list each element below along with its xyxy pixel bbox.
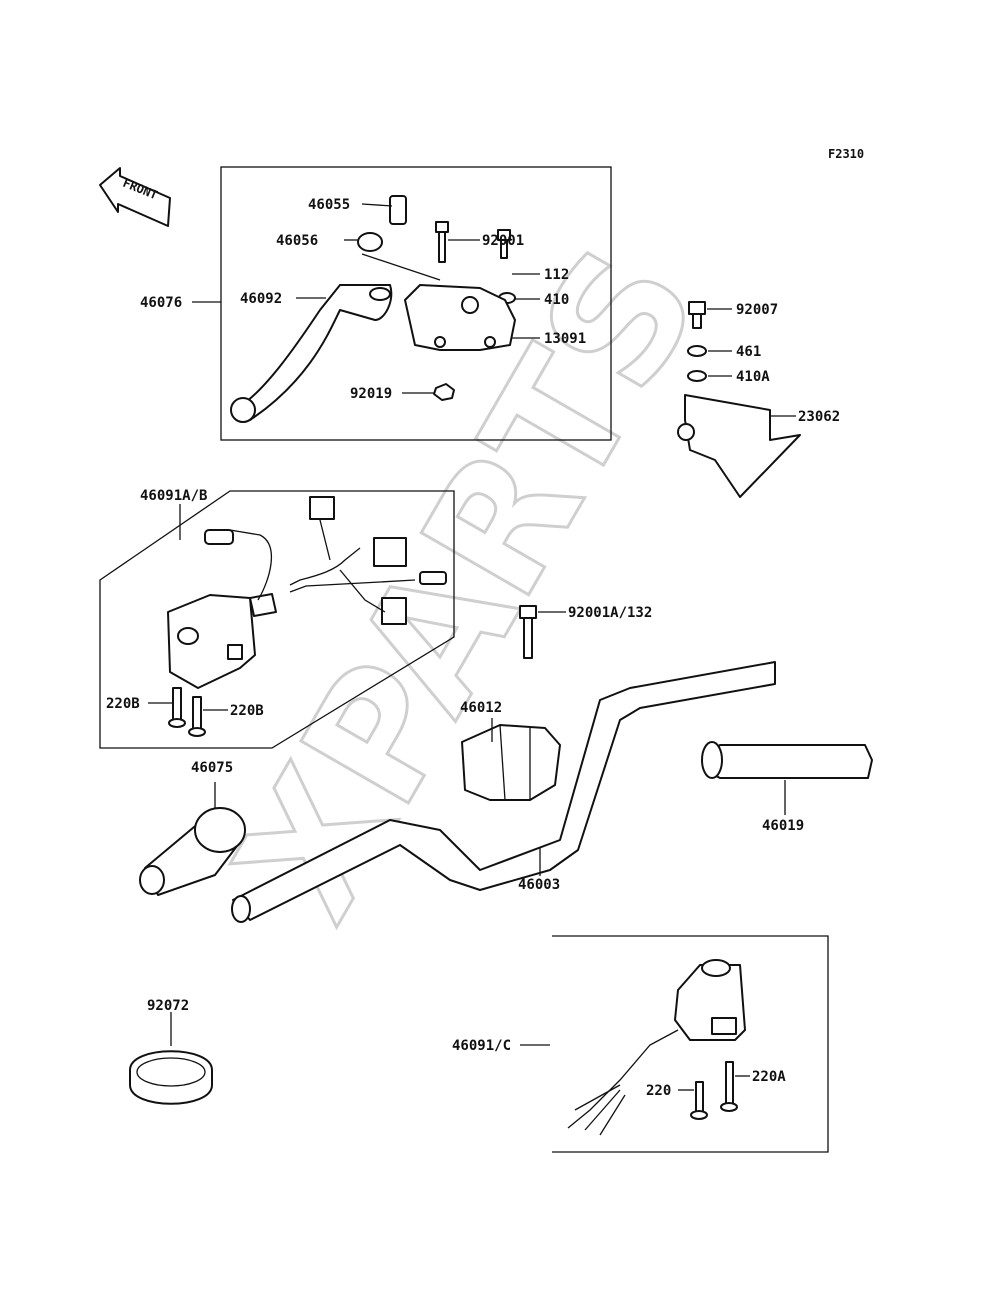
label-92019: 92019 bbox=[350, 386, 392, 402]
label-23062: 23062 bbox=[798, 409, 840, 425]
label-92001: 92001 bbox=[482, 233, 524, 249]
part-410A-washer bbox=[687, 370, 707, 382]
part-220B-screw-left bbox=[172, 687, 182, 721]
label-46076: 46076 bbox=[140, 295, 182, 311]
label-46012: 46012 bbox=[460, 700, 502, 716]
left-switch-housing bbox=[167, 594, 256, 689]
right-switch-frame bbox=[552, 935, 829, 1153]
figure-code: F2310 bbox=[828, 147, 864, 161]
part-13091-clamp bbox=[404, 284, 516, 351]
front-arrow-icon: FRONT bbox=[99, 167, 171, 227]
part-23062-bracket bbox=[684, 394, 801, 498]
label-46091C: 46091/C bbox=[452, 1038, 511, 1054]
label-46055: 46055 bbox=[308, 197, 350, 213]
part-46012-holder bbox=[461, 724, 561, 801]
label-46091AB: 46091A/B bbox=[140, 488, 207, 504]
part-220-screw bbox=[695, 1081, 704, 1113]
label-220: 220 bbox=[646, 1083, 671, 1099]
part-92001-bolt bbox=[435, 221, 449, 233]
part-46003-handlebar bbox=[232, 661, 776, 921]
label-220B-left: 220B bbox=[106, 696, 140, 712]
lever-part bbox=[231, 284, 393, 421]
lever-assembly-frame bbox=[220, 166, 612, 441]
part-220A-screw bbox=[725, 1061, 734, 1105]
label-92007: 92007 bbox=[736, 302, 778, 318]
part-46055-screw bbox=[389, 195, 407, 225]
part-220B-screw-right bbox=[192, 696, 202, 730]
label-46056: 46056 bbox=[276, 233, 318, 249]
part-46056-nut bbox=[357, 232, 383, 252]
label-46075: 46075 bbox=[191, 760, 233, 776]
label-461: 461 bbox=[736, 344, 761, 360]
part-461-washer bbox=[687, 345, 707, 357]
label-13091: 13091 bbox=[544, 331, 586, 347]
label-220A: 220A bbox=[752, 1069, 786, 1085]
label-46003: 46003 bbox=[518, 877, 560, 893]
part-92007-bolt bbox=[688, 301, 706, 315]
label-46092: 46092 bbox=[240, 291, 282, 307]
label-92001A132: 92001A/132 bbox=[568, 605, 652, 621]
left-switch-frame bbox=[99, 490, 455, 749]
part-92001A-bolt bbox=[519, 605, 537, 619]
part-92072-clamp bbox=[129, 1050, 213, 1105]
part-92019-nut bbox=[433, 383, 455, 401]
label-410: 410 bbox=[544, 292, 569, 308]
part-46019-throttle-grip bbox=[704, 744, 873, 779]
label-220B-right: 220B bbox=[230, 703, 264, 719]
label-410A: 410A bbox=[736, 369, 770, 385]
label-92072: 92072 bbox=[147, 998, 189, 1014]
label-46019: 46019 bbox=[762, 818, 804, 834]
label-112: 112 bbox=[544, 267, 569, 283]
